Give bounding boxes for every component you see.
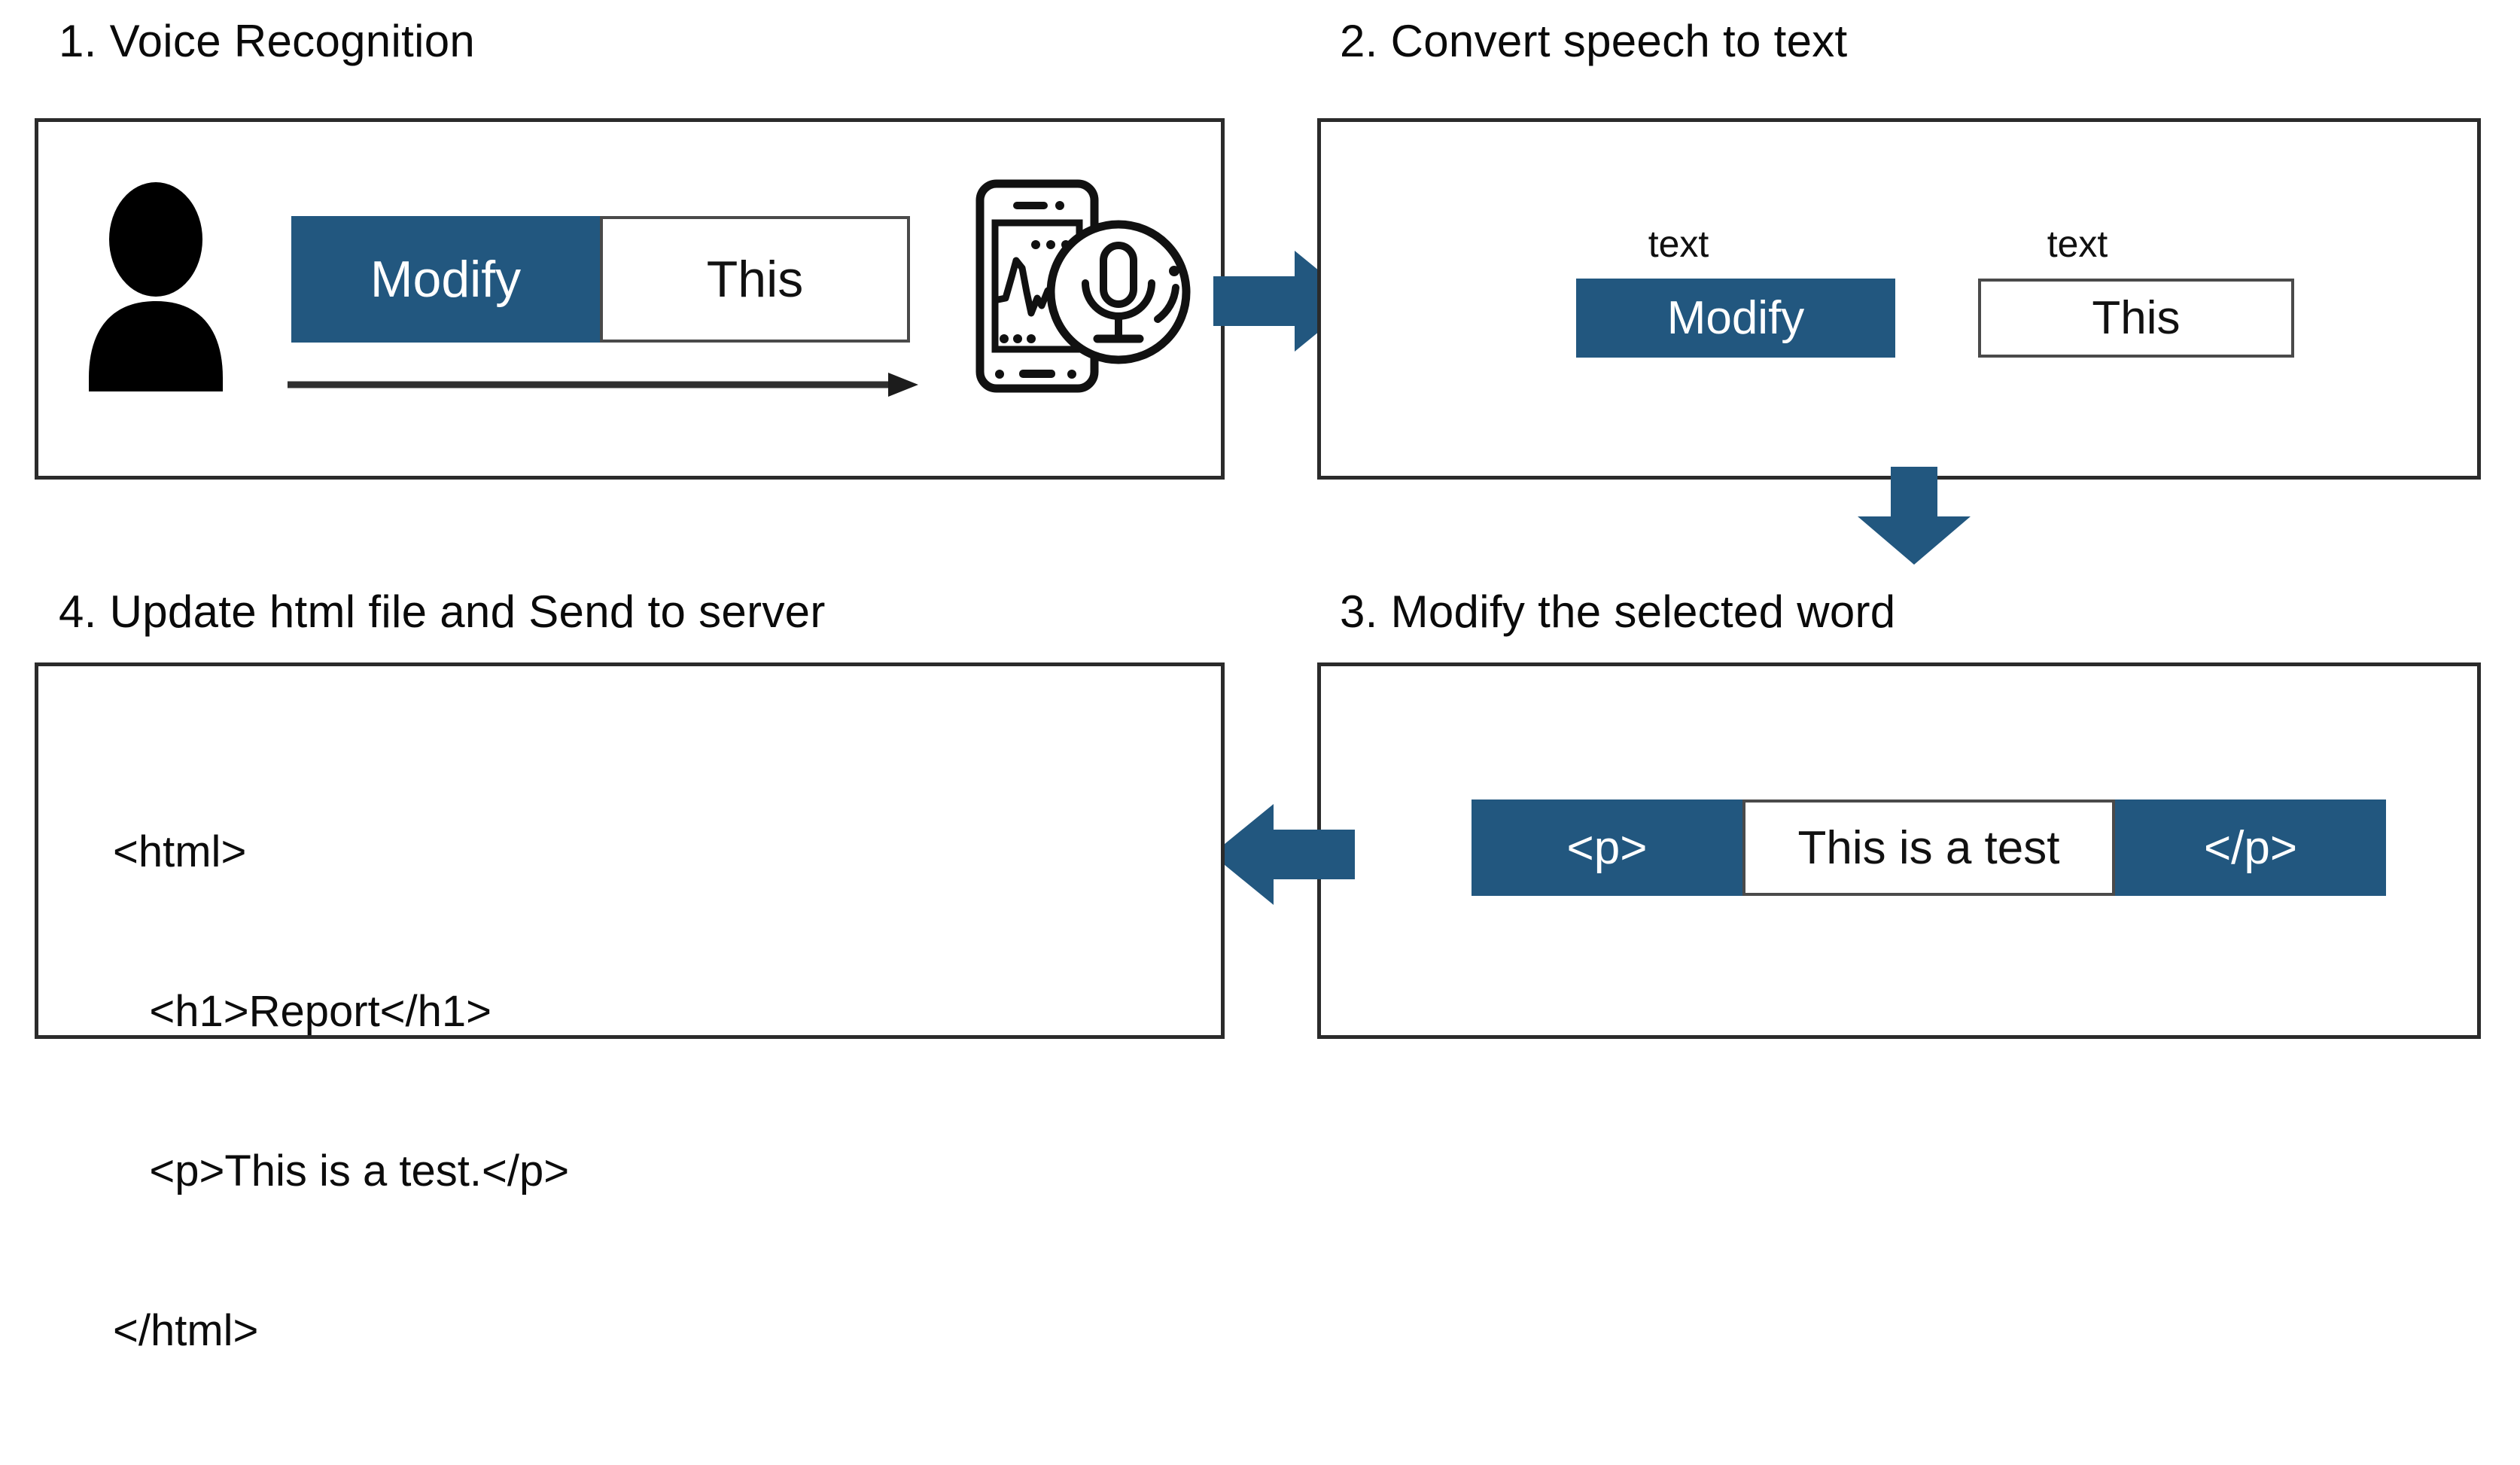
code-line-2: <h1>Report</h1>: [113, 986, 492, 1036]
panel-1-title: 1. Voice Recognition: [59, 16, 476, 66]
panel-2-title: 2. Convert speech to text: [1340, 16, 1848, 66]
flow-diagram: 1. Voice Recognition Modify This: [35, 16, 2481, 1355]
panel-2-chip-modify[interactable]: Modify: [1576, 279, 1895, 358]
panel-3-content[interactable]: This is a test: [1742, 800, 2115, 896]
panel-2-label-left: text: [1648, 223, 1709, 265]
phone-microphone-icon: [975, 179, 1191, 393]
panel-4-title: 4. Update html file and Send to server: [59, 586, 826, 637]
panel-2-box: [1317, 118, 2481, 480]
arrow-step3-to-step4: [1212, 804, 1355, 905]
code-line-3: <p>This is a test.</p>: [113, 1147, 570, 1195]
panel-3-tag-close[interactable]: </p>: [2115, 800, 2386, 896]
person-icon: [89, 182, 223, 391]
panel-1-chip-this[interactable]: This: [600, 216, 910, 343]
panel-4-box: [35, 662, 1225, 1039]
html-code-snippet: <html> <h1>Report</h1> <p>This is a test…: [113, 719, 569, 1465]
code-line-1: <html>: [113, 827, 247, 876]
code-line-4: </html>: [113, 1306, 259, 1356]
panel-3-title: 3. Modify the selected word: [1340, 586, 1896, 637]
panel-3-tag-open[interactable]: <p>: [1472, 800, 1742, 896]
arrow-step2-to-step3: [1858, 467, 1971, 565]
panel-2-label-right: text: [2047, 223, 2108, 265]
right-thin-arrow-icon: [288, 373, 918, 397]
panel-2-chip-this[interactable]: This: [1978, 279, 2294, 358]
panel-1-chip-modify[interactable]: Modify: [291, 216, 600, 343]
